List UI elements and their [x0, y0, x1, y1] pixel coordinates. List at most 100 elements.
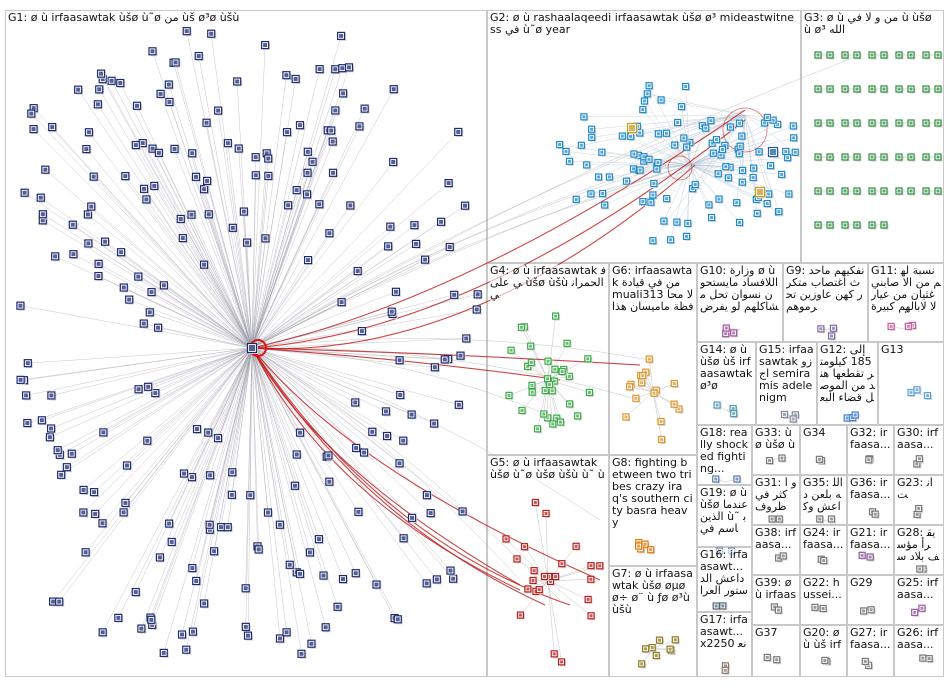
node-core [650, 646, 654, 650]
node-core [828, 155, 832, 159]
node-core [882, 87, 886, 91]
node-core [870, 189, 874, 193]
edge [220, 347, 253, 528]
node-core [585, 163, 589, 167]
node-core [256, 547, 261, 552]
node-core [156, 325, 161, 330]
edge [251, 164, 669, 349]
edge [251, 68, 343, 349]
node-core [166, 82, 171, 87]
edge [251, 347, 287, 633]
node-core [869, 608, 873, 612]
node-core [531, 578, 535, 582]
edge [547, 580, 555, 654]
node-core [456, 129, 461, 134]
node-core [50, 125, 55, 130]
node-core [816, 87, 820, 91]
edge [744, 114, 768, 118]
node-core [230, 470, 235, 475]
node-core [266, 173, 271, 178]
node-core [294, 452, 299, 457]
node-core [326, 453, 331, 458]
edge [27, 347, 253, 364]
edge [251, 347, 454, 579]
node-core [813, 605, 817, 609]
node-core [460, 509, 465, 514]
node-core [786, 156, 790, 160]
node-core [897, 155, 901, 159]
node-core [711, 151, 715, 155]
node-core [284, 73, 289, 78]
node-core [140, 141, 145, 146]
node-core [772, 605, 776, 609]
edge [251, 347, 521, 581]
node-core [353, 571, 358, 576]
node-core [81, 510, 86, 515]
node-core [340, 577, 345, 582]
edge [232, 347, 253, 473]
edge [520, 580, 549, 616]
node-core [719, 153, 723, 157]
edge [126, 347, 253, 466]
node-core [843, 53, 847, 57]
node-core [202, 601, 207, 606]
edge [49, 347, 253, 438]
edge [652, 639, 676, 649]
node-core [691, 187, 695, 191]
node-core [735, 477, 739, 481]
node-core [51, 599, 56, 604]
node-core [96, 274, 101, 279]
group-label-g1: G1: ø ù irfaasawtak ùšø ù˜ø من ùš ø³ø ùš… [8, 12, 484, 24]
edge [173, 62, 253, 349]
node-core [194, 578, 199, 583]
edge [251, 109, 746, 349]
node-core [83, 550, 88, 555]
node-core [533, 500, 537, 504]
node-core [560, 370, 564, 374]
edge [174, 148, 253, 349]
node-core [71, 252, 76, 257]
node-core [552, 652, 556, 656]
node-core [89, 204, 94, 209]
node-core [147, 310, 152, 315]
group-box-g33 [752, 425, 800, 475]
node-core [383, 409, 388, 414]
node-core [393, 289, 398, 294]
node-core [855, 53, 859, 57]
node-core [828, 87, 832, 91]
node-core [507, 393, 511, 397]
group-box-g2 [487, 10, 801, 263]
node-core [452, 292, 457, 297]
node-core [925, 394, 929, 398]
node-core [340, 66, 345, 71]
edge [26, 347, 253, 396]
node-core [84, 147, 89, 152]
node-core [264, 151, 269, 156]
node-core [208, 473, 213, 478]
node-core [389, 309, 394, 314]
node-core [293, 76, 298, 81]
edge [251, 158, 269, 349]
node-core [828, 121, 832, 125]
node-core [715, 403, 719, 407]
node-core [889, 324, 893, 328]
node-core [243, 586, 248, 591]
group-box-g29 [847, 575, 894, 625]
node-core [843, 223, 847, 227]
node-core [792, 136, 796, 140]
node-core [526, 587, 530, 591]
group-box-g22 [800, 575, 847, 625]
edge [251, 141, 333, 349]
node-core [333, 108, 338, 113]
node-core [770, 517, 774, 521]
node-core [91, 174, 96, 179]
node-core [924, 87, 928, 91]
group-box-g16 [697, 547, 752, 612]
highlighted-edge [251, 347, 521, 586]
node-core [216, 436, 221, 441]
node-core [139, 626, 144, 631]
edge [118, 347, 253, 618]
group-box-g36 [847, 475, 894, 525]
group-label-g30: G30: irfaasa... anaam... [897, 427, 941, 451]
highlighted-edge [251, 109, 746, 349]
